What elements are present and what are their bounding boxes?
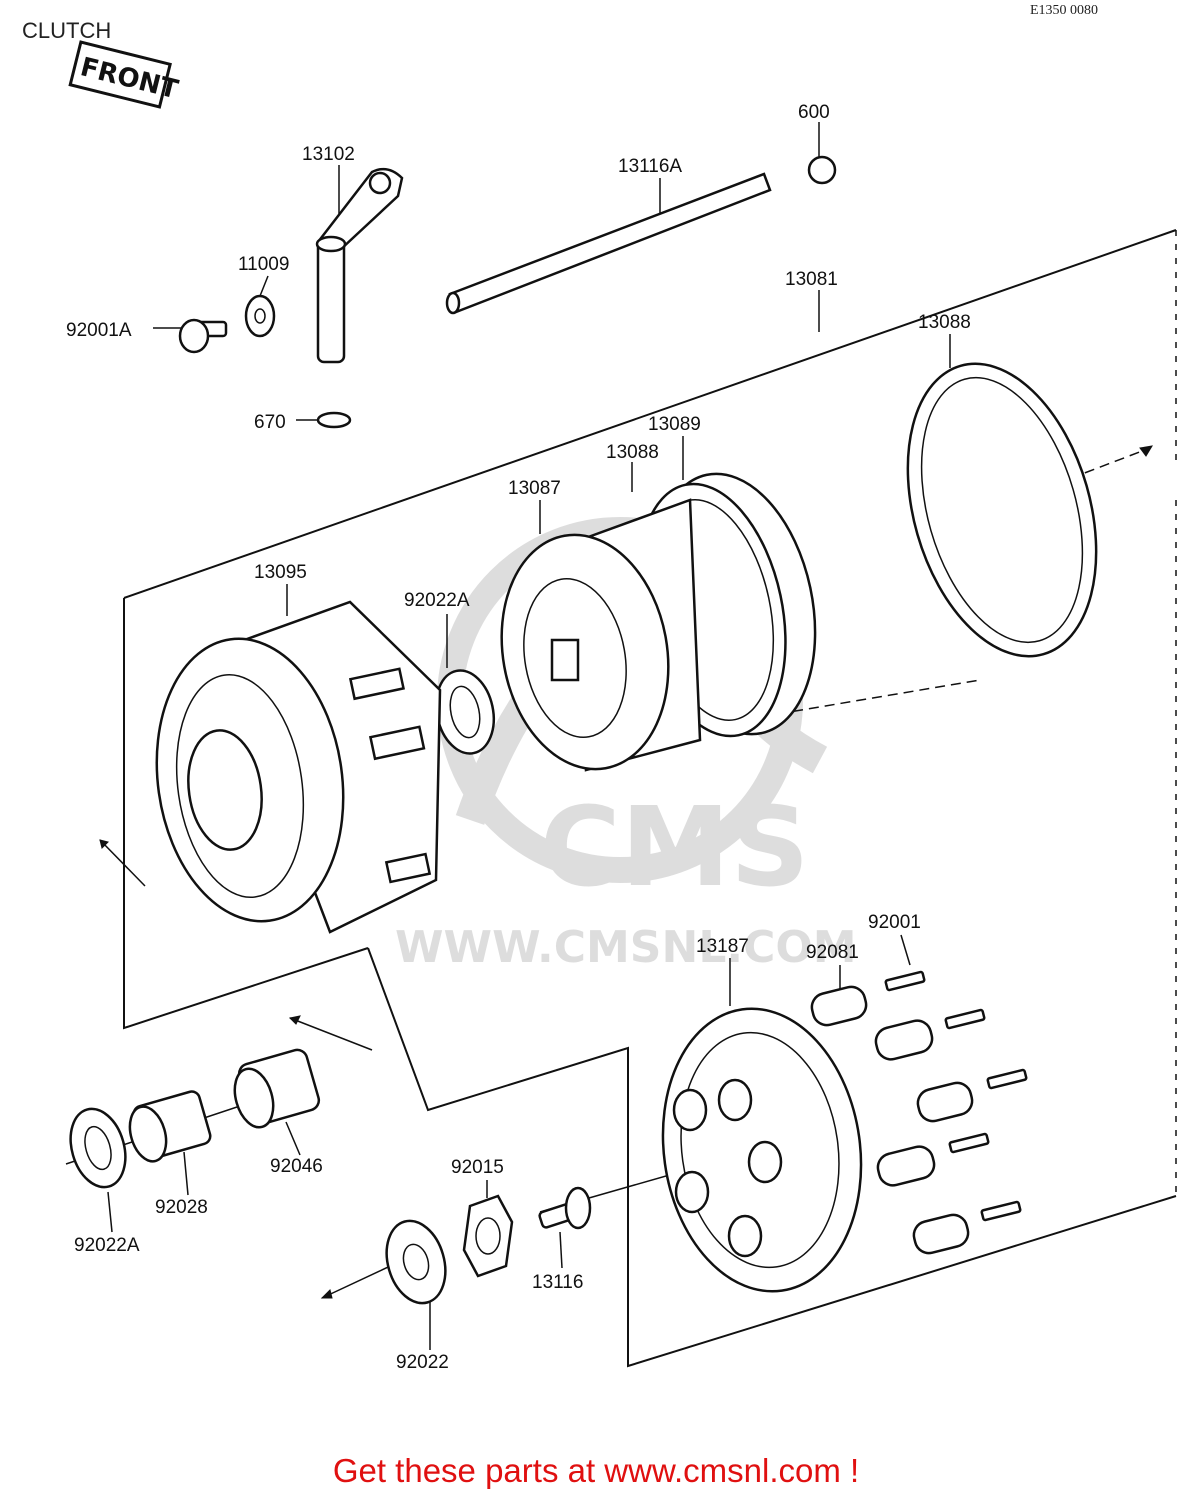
- pressure-plate: [661, 1007, 863, 1293]
- lock-washer: [385, 1219, 447, 1305]
- page-title: CLUTCH: [22, 18, 111, 43]
- watermark-brand: CMS: [540, 783, 809, 911]
- label-92001: 92001: [868, 912, 921, 933]
- label-13089: 13089: [648, 414, 701, 435]
- diagram-code: E1350 0080: [1030, 3, 1098, 18]
- push-rod: [445, 172, 772, 315]
- label-11009: 11009: [238, 254, 289, 275]
- label-92022: 92022: [396, 1352, 449, 1373]
- label-670: 670: [254, 412, 286, 433]
- label-92046: 92046: [270, 1156, 323, 1177]
- label-13187: 13187: [696, 936, 749, 957]
- label-13087: 13087: [508, 478, 561, 499]
- label-13095: 13095: [254, 562, 307, 583]
- o-ring: [316, 411, 352, 429]
- label-92015: 92015: [451, 1157, 504, 1178]
- cta-link[interactable]: Get these parts at www.cmsnl.com !: [332, 1452, 860, 1489]
- label-92022A-bottom: 92022A: [74, 1235, 140, 1256]
- label-600: 600: [798, 102, 830, 123]
- direction-arrows: [99, 445, 1153, 1299]
- part-labels: 13102 11009 92001A 670 13116A 600 13081 …: [66, 102, 971, 1373]
- assembly-outline: [123, 229, 1177, 1368]
- leader-lines: [65, 122, 1151, 1350]
- label-92028: 92028: [155, 1197, 208, 1218]
- label-13116: 13116: [532, 1272, 583, 1293]
- clutch-sleeve: [128, 1090, 212, 1163]
- label-92022A-top: 92022A: [404, 590, 470, 611]
- clutch-pusher: [538, 1186, 592, 1230]
- friction-plate-outer: [906, 362, 1098, 658]
- label-92081: 92081: [806, 942, 859, 963]
- needle-bearing: [233, 1048, 321, 1129]
- lever-bolt: [178, 318, 228, 354]
- front-tag: FRONT: [68, 40, 181, 109]
- hub-nut: [462, 1194, 514, 1278]
- watermark-url: WWW.CMSNL.COM: [395, 922, 857, 973]
- clutch-spring-bolts: [884, 970, 1028, 1222]
- label-13116A: 13116A: [618, 156, 682, 177]
- label-13081: 13081: [785, 269, 838, 290]
- clutch-springs: [810, 985, 974, 1255]
- thrust-washer-bottom: [69, 1107, 127, 1189]
- clutch-housing: [155, 600, 442, 934]
- diagram-canvas: CMS WWW.CMSNL.COM CLUTCH E1350 0080 FRON…: [22, 3, 1177, 1373]
- lever-washer: [244, 294, 276, 338]
- label-13088-top: 13088: [918, 312, 971, 333]
- label-13102: 13102: [302, 144, 355, 165]
- steel-ball: [807, 155, 837, 185]
- label-92001A: 92001A: [66, 320, 132, 341]
- clutch-release-lever: [315, 167, 404, 364]
- clutch-hub: [500, 498, 702, 772]
- label-13088: 13088: [606, 442, 659, 463]
